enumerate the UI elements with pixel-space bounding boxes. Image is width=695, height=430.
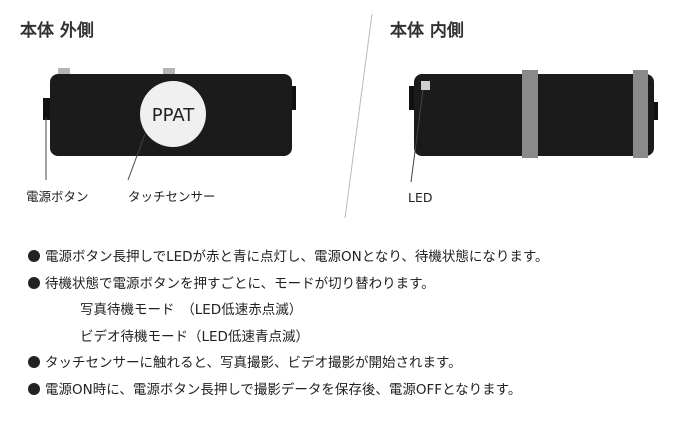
divider-line <box>344 13 373 219</box>
touch-sensor <box>140 81 206 147</box>
touch-sensor-label: タッチセンサー <box>128 189 216 204</box>
strap-left <box>522 70 538 158</box>
power-button <box>43 98 51 120</box>
bullet-icon <box>28 250 40 262</box>
outer-top-tab-right <box>163 68 175 76</box>
note-item: 待機状態で電源ボタンを押すごとに、モードが切り替わります。 <box>28 271 548 298</box>
bullet-icon <box>28 382 40 395</box>
note-item: 電源ボタン長押しでLEDが赤と青に点灯し、電源ONとなり、待機状態になります。 <box>28 244 548 271</box>
bullet-icon <box>28 276 40 289</box>
led-indicator <box>421 81 430 90</box>
outer-side-heading: 本体 外側 <box>20 21 94 41</box>
outer-top-tab-left <box>58 68 70 76</box>
mode-item-video: ビデオ待機モード（LED低速青点滅） <box>80 328 309 345</box>
power-button-label: 電源ボタン <box>26 189 89 204</box>
inner-side-heading: 本体 内側 <box>390 21 464 41</box>
led-label: LED <box>408 190 433 205</box>
note-item: タッチセンサーに触れると、写真撮影、ビデオ撮影が開始されます。 <box>28 350 548 377</box>
outer-side-nub <box>290 86 296 110</box>
led-leader <box>410 89 424 183</box>
bullet-icon <box>28 356 40 368</box>
notes-list: 電源ボタン長押しでLEDが赤と青に点灯し、電源ONとなり、待機状態になります。 … <box>28 244 548 403</box>
strap-right <box>633 70 648 158</box>
inner-side-nub-left <box>409 86 416 110</box>
mode-item-photo: 写真待機モード （LED低速赤点滅） <box>80 302 303 318</box>
inner-side-nub-right <box>651 102 658 120</box>
note-item: 電源ON時に、電源ボタン長押しで撮影データを保存後、電源OFFとなります。 <box>28 377 548 404</box>
touch-sensor-badge: PPAT <box>152 105 195 126</box>
touch-sensor-leader <box>127 133 146 181</box>
